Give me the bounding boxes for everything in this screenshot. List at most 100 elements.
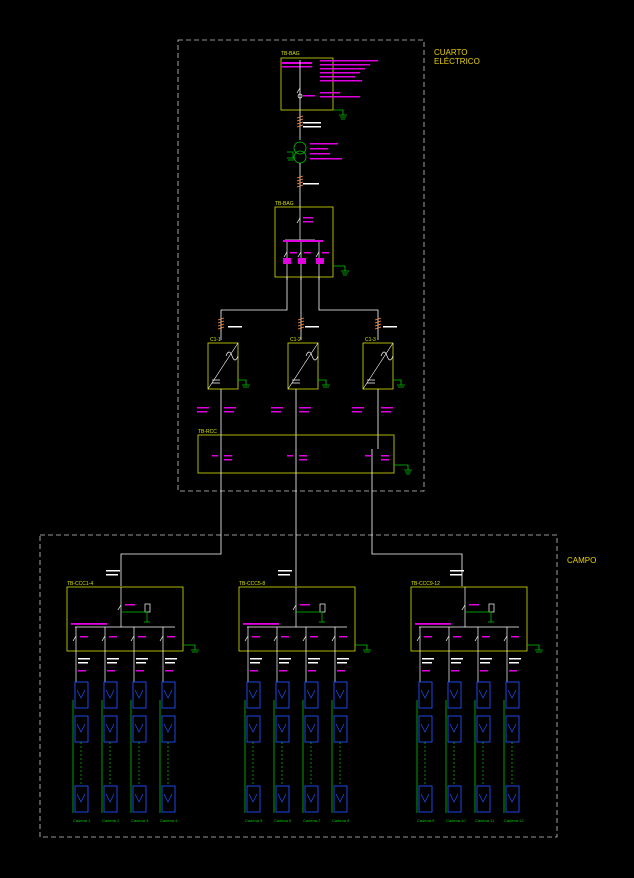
cable-mark <box>296 175 304 188</box>
pv-module-symbol <box>478 723 488 733</box>
cable-text <box>303 183 319 185</box>
spd-icon <box>488 603 495 613</box>
bus-label <box>415 623 451 625</box>
inverter-box <box>207 342 239 390</box>
string-label: Cadena 8 <box>332 818 350 823</box>
pv-module-symbol <box>420 723 430 733</box>
cable-label <box>250 670 258 672</box>
pv-module-symbol <box>306 793 316 803</box>
ac-panel-label: TB-BAG <box>275 201 294 207</box>
transformer-text <box>310 143 342 160</box>
breaker-label <box>125 604 135 606</box>
electrical-room-boundary <box>177 39 425 492</box>
fuse-icon <box>130 635 135 642</box>
ground-icon <box>333 265 349 276</box>
combiner-label: TB-CCC5-8 <box>239 581 265 587</box>
cable-text <box>509 658 521 660</box>
pv-module-symbol <box>306 723 316 733</box>
ac-panel-text <box>283 217 329 264</box>
pv-module-icon <box>505 681 520 709</box>
inverter-label: C1-1 <box>210 337 221 343</box>
combiner-bus <box>247 587 347 628</box>
ground-icon <box>465 611 494 623</box>
pv-module-icon <box>447 681 462 709</box>
pv-module-symbol <box>507 793 517 803</box>
pv-module-icon <box>132 681 147 709</box>
pv-module-symbol <box>163 689 173 699</box>
ground-icon <box>238 379 250 388</box>
sine-icon <box>225 351 239 361</box>
inverter-box <box>287 342 319 390</box>
fuse-label <box>339 636 347 638</box>
pv-string: Cadena 4 <box>159 627 178 823</box>
pv-module-symbol <box>105 723 115 733</box>
spd-icon <box>319 603 326 613</box>
field-label: CAMPO <box>567 556 596 565</box>
fuse-label <box>482 636 490 638</box>
fuse-label <box>424 636 432 638</box>
pv-module-icon <box>246 715 261 743</box>
pv-module-symbol <box>420 793 430 803</box>
cable-label <box>509 670 517 672</box>
inverter-diagonal <box>287 342 319 390</box>
pv-module-icon <box>103 715 118 743</box>
cable-text <box>136 662 146 664</box>
cable-text <box>165 658 177 660</box>
cable-text <box>480 658 492 660</box>
string-label: Cadena 4 <box>160 818 178 823</box>
pv-string: Cadena 3 <box>130 627 149 823</box>
inverter: C1-3 <box>362 337 405 390</box>
pv-string: Cadena 1 <box>72 627 91 823</box>
pv-module-icon <box>476 785 491 813</box>
pv-module-symbol <box>420 689 430 699</box>
cable-text <box>250 658 262 660</box>
cable-text <box>422 662 432 664</box>
fuse-icon <box>474 635 479 642</box>
pv-module-symbol <box>134 793 144 803</box>
inverter-diagonal <box>207 342 239 390</box>
field-trunks <box>120 449 463 586</box>
cable-label <box>165 670 173 672</box>
breaker-icon <box>117 604 122 611</box>
fuse-icon <box>503 635 508 642</box>
pv-module-symbol <box>134 723 144 733</box>
ground-icon <box>318 379 330 388</box>
fuse-label <box>453 636 461 638</box>
fuse-label <box>109 636 117 638</box>
pv-module-icon <box>161 715 176 743</box>
pv-module-icon <box>418 715 433 743</box>
ground-icon <box>394 464 412 475</box>
pv-module-icon <box>132 785 147 813</box>
main-breaker <box>296 87 303 99</box>
ground-icon <box>333 109 347 120</box>
feeder-text <box>450 574 462 576</box>
breaker-label <box>300 604 310 606</box>
string-label: Cadena 10 <box>446 818 466 823</box>
cable-label <box>107 670 115 672</box>
fuse-icon <box>302 635 307 642</box>
breaker-icon <box>461 604 466 611</box>
combiner-box <box>410 586 528 652</box>
combiner-label: TB-CCC9-12 <box>411 581 440 587</box>
pv-module-icon <box>161 681 176 709</box>
string-label: Cadena 1 <box>73 818 91 823</box>
pv-module-symbol <box>134 689 144 699</box>
cable-mark <box>296 115 304 128</box>
cable-text <box>250 662 260 664</box>
cable-text <box>303 122 321 124</box>
pv-module-icon <box>304 715 319 743</box>
tb-rcc-label: TB-RCC <box>198 429 217 435</box>
pv-module-symbol <box>478 689 488 699</box>
pv-module-symbol <box>277 723 287 733</box>
pv-module-symbol <box>248 689 258 699</box>
pv-module-icon <box>132 715 147 743</box>
fuse-label <box>167 636 175 638</box>
fuse-icon <box>72 635 77 642</box>
pv-module-symbol <box>76 723 86 733</box>
bus-label <box>71 623 107 625</box>
pv-module-icon <box>103 785 118 813</box>
pv-module-symbol <box>105 689 115 699</box>
